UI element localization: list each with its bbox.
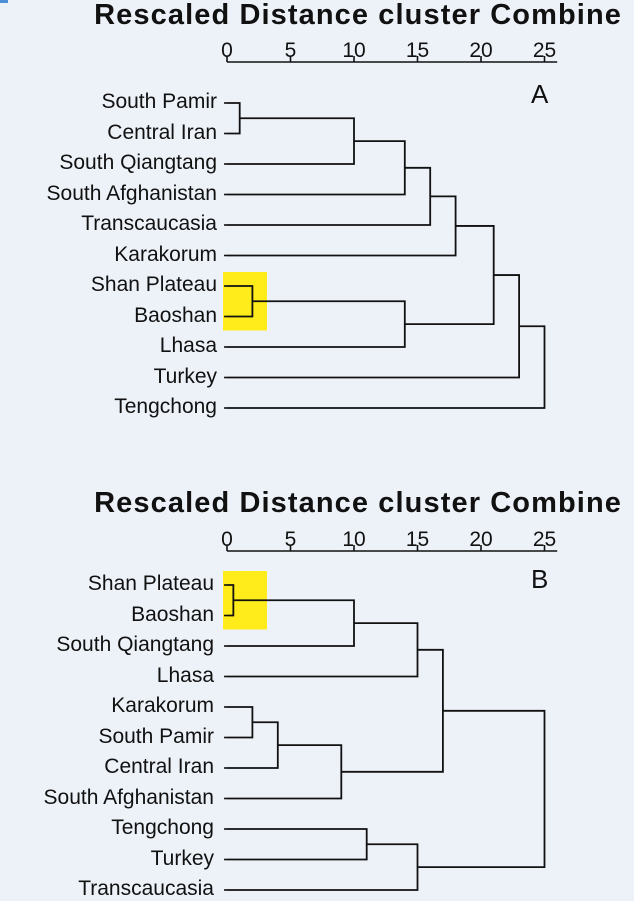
dendrogram-panel-b: Rescaled Distance cluster Combine B 0 5 10… <box>0 480 634 900</box>
panel-b-leaf-label: Tengchong <box>111 816 214 839</box>
panel-b-title: Rescaled Distance cluster Combine <box>94 487 622 519</box>
panel-a-leaf-label: Baoshan <box>134 303 217 327</box>
panel-b-leaf-label: South Afghanistan <box>43 785 214 809</box>
panel-b-merge-link <box>417 709 546 869</box>
panel-a-leaf-label: South Afghanistan <box>46 181 217 205</box>
panel-a-merge-link <box>227 117 355 165</box>
panel-b-merge-link <box>227 744 343 800</box>
panel-a-merge-link <box>227 166 432 226</box>
panel-a-merge-link <box>227 195 457 257</box>
panel-a-leaf-label: South Pamir <box>101 90 217 113</box>
panel-b-tick-label: 15 <box>405 528 430 551</box>
panel-a-tick-label: 0 <box>221 39 233 62</box>
window-corner-accent <box>0 0 8 3</box>
panel-a-merge-link <box>227 274 520 379</box>
panel-b-leaf-label: Transcaucasia <box>78 877 214 900</box>
panel-a-letter: A <box>531 79 549 109</box>
panel-b-leaf-label: South Pamir <box>98 724 214 748</box>
panel-b-leaf-label: Turkey <box>150 846 214 870</box>
panel-a-dendrogram-svg <box>223 56 558 409</box>
panel-b-tick-label: 10 <box>342 528 366 551</box>
panel-a-leaf-label: Central Iran <box>107 120 217 144</box>
panel-b-merge-link <box>341 648 444 773</box>
panel-a-title: Rescaled Distance cluster Combine <box>94 0 622 31</box>
panel-b-letter: B <box>531 564 549 594</box>
panel-a-leaf-label: Tengchong <box>114 395 217 418</box>
panel-b-merge-link <box>227 828 368 861</box>
panel-b-dendrogram-svg <box>223 545 558 891</box>
panel-b-leaf-label: South Qiangtang <box>56 633 214 656</box>
panel-a-tick-label: 10 <box>342 39 366 62</box>
panel-a-leaf-label: Transcaucasia <box>81 212 217 235</box>
panel-a-tick-label: 25 <box>532 39 557 62</box>
panel-a-tick-label: 20 <box>469 39 493 62</box>
panel-a-merge-link <box>227 325 546 409</box>
panel-b-merge-link <box>227 843 419 891</box>
panel-a-merge-link <box>404 225 495 326</box>
panel-b-leaf-label: Lhasa <box>156 663 214 687</box>
panel-a-merge-link <box>227 102 241 135</box>
panel-b-leaf-label: Karakorum <box>111 694 214 717</box>
panel-a-leaf-label: Lhasa <box>159 334 217 357</box>
panel-b-tick-label: 0 <box>221 528 233 551</box>
panel-b-leaf-label: Shan Plateau <box>87 572 214 595</box>
panel-a-tick-label: 15 <box>405 39 430 62</box>
panel-a-merge-link <box>227 140 406 196</box>
panel-a-tick-label: 5 <box>284 39 297 62</box>
panel-a-leaf-label: Karakorum <box>114 242 217 266</box>
panel-b-merge-link <box>227 622 419 678</box>
panel-a-leaf-label: South Qiangtang <box>59 151 217 174</box>
panel-b-leaf-label: Central Iran <box>104 755 214 778</box>
panel-a-leaf-label: Shan Plateau <box>90 273 217 296</box>
panel-b-tick-label: 20 <box>469 528 493 551</box>
panel-b-merge-link <box>227 706 254 739</box>
panel-b-tick-label: 25 <box>532 528 557 551</box>
dendrogram-panel-a: Rescaled Distance cluster Combine A 0 5 10… <box>0 0 634 450</box>
panel-b-tick-label: 5 <box>284 528 297 551</box>
panel-b-leaf-label: Baoshan <box>131 602 214 626</box>
panel-a-leaf-label: Turkey <box>153 364 217 388</box>
